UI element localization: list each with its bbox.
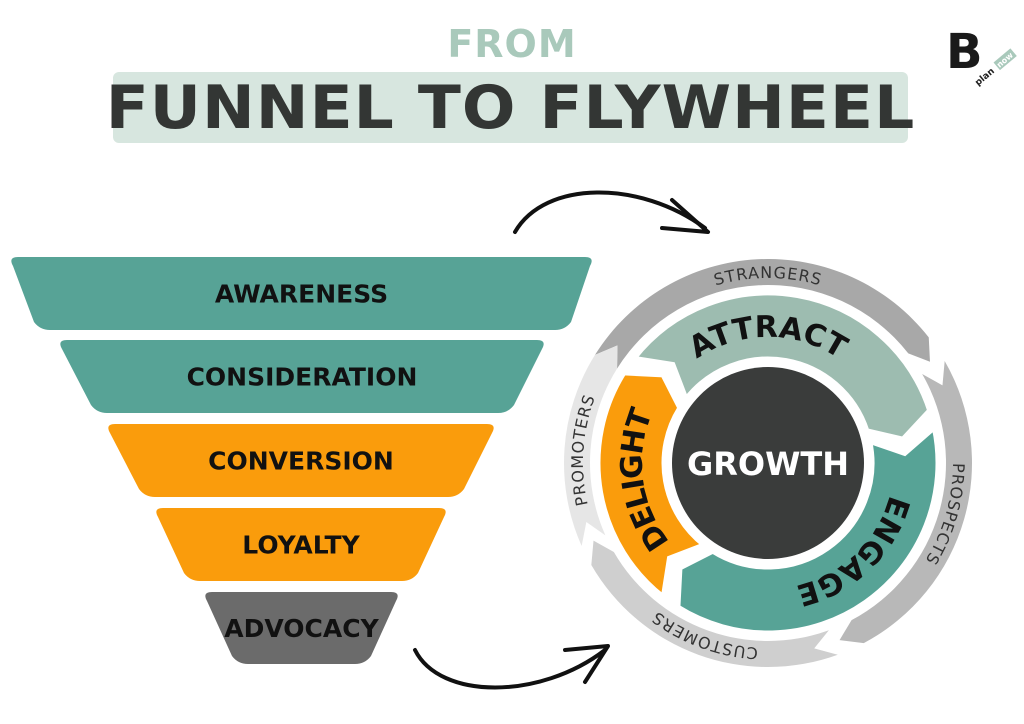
phase-segment xyxy=(629,290,933,442)
funnel: AWARENESS CONSIDERATION CONVERSION LOYALTY A… xyxy=(11,257,592,664)
audience-segment xyxy=(839,361,973,644)
phase-attract: ATTRACT xyxy=(629,290,933,442)
funnel-label: CONSIDERATION xyxy=(187,363,418,392)
funnel-stage-awareness: AWARENESS xyxy=(11,257,592,330)
funnel-band xyxy=(156,508,446,581)
audience-segment xyxy=(594,259,930,369)
audience-segment xyxy=(591,540,838,667)
brand-logo: B plan now xyxy=(946,26,1017,88)
arrow-bottom xyxy=(413,648,607,690)
funnel-band xyxy=(11,257,592,330)
funnel-stage-advocacy: ADVOCACY xyxy=(205,592,398,664)
growth-circle xyxy=(672,367,864,559)
funnel-stage-consideration: CONSIDERATION xyxy=(60,340,544,413)
funnel-band xyxy=(108,424,494,497)
audience-strangers: STRANGERS xyxy=(594,259,930,369)
growth-hub: GROWTH xyxy=(672,367,864,559)
growth-label: GROWTH xyxy=(687,445,849,483)
logo-letter: B xyxy=(946,26,983,80)
page-title: FUNNEL TO FLYWHEEL xyxy=(105,72,916,143)
audience-segment xyxy=(564,345,618,546)
phase-segment xyxy=(675,422,941,636)
funnel-band xyxy=(205,592,398,664)
phase-delight: DELIGHT xyxy=(595,370,709,602)
funnel-label: CONVERSION xyxy=(208,447,394,476)
header-kicker: FROM xyxy=(447,22,577,66)
svg-text:STRANGERS: STRANGERS xyxy=(712,263,824,289)
funnel-label: ADVOCACY xyxy=(224,614,379,643)
title-banner: FUNNEL TO FLYWHEEL xyxy=(106,72,914,143)
audience-label: STRANGERS xyxy=(712,263,823,289)
funnel-label: AWARENESS xyxy=(215,280,388,309)
arrow-bottom-head xyxy=(563,644,610,684)
arrow-top-head xyxy=(660,198,710,234)
funnel-stage-conversion: CONVERSION xyxy=(108,424,494,497)
phase-segment xyxy=(595,370,709,602)
funnel-band xyxy=(60,340,544,413)
arrow-top xyxy=(513,190,707,234)
funnel-stage-loyalty: LOYALTY xyxy=(156,508,446,581)
flywheel: STRANGERSPROSPECTSCUSTOMERSPROMOTERSATTR… xyxy=(564,259,973,667)
funnel-label: LOYALTY xyxy=(242,531,360,560)
